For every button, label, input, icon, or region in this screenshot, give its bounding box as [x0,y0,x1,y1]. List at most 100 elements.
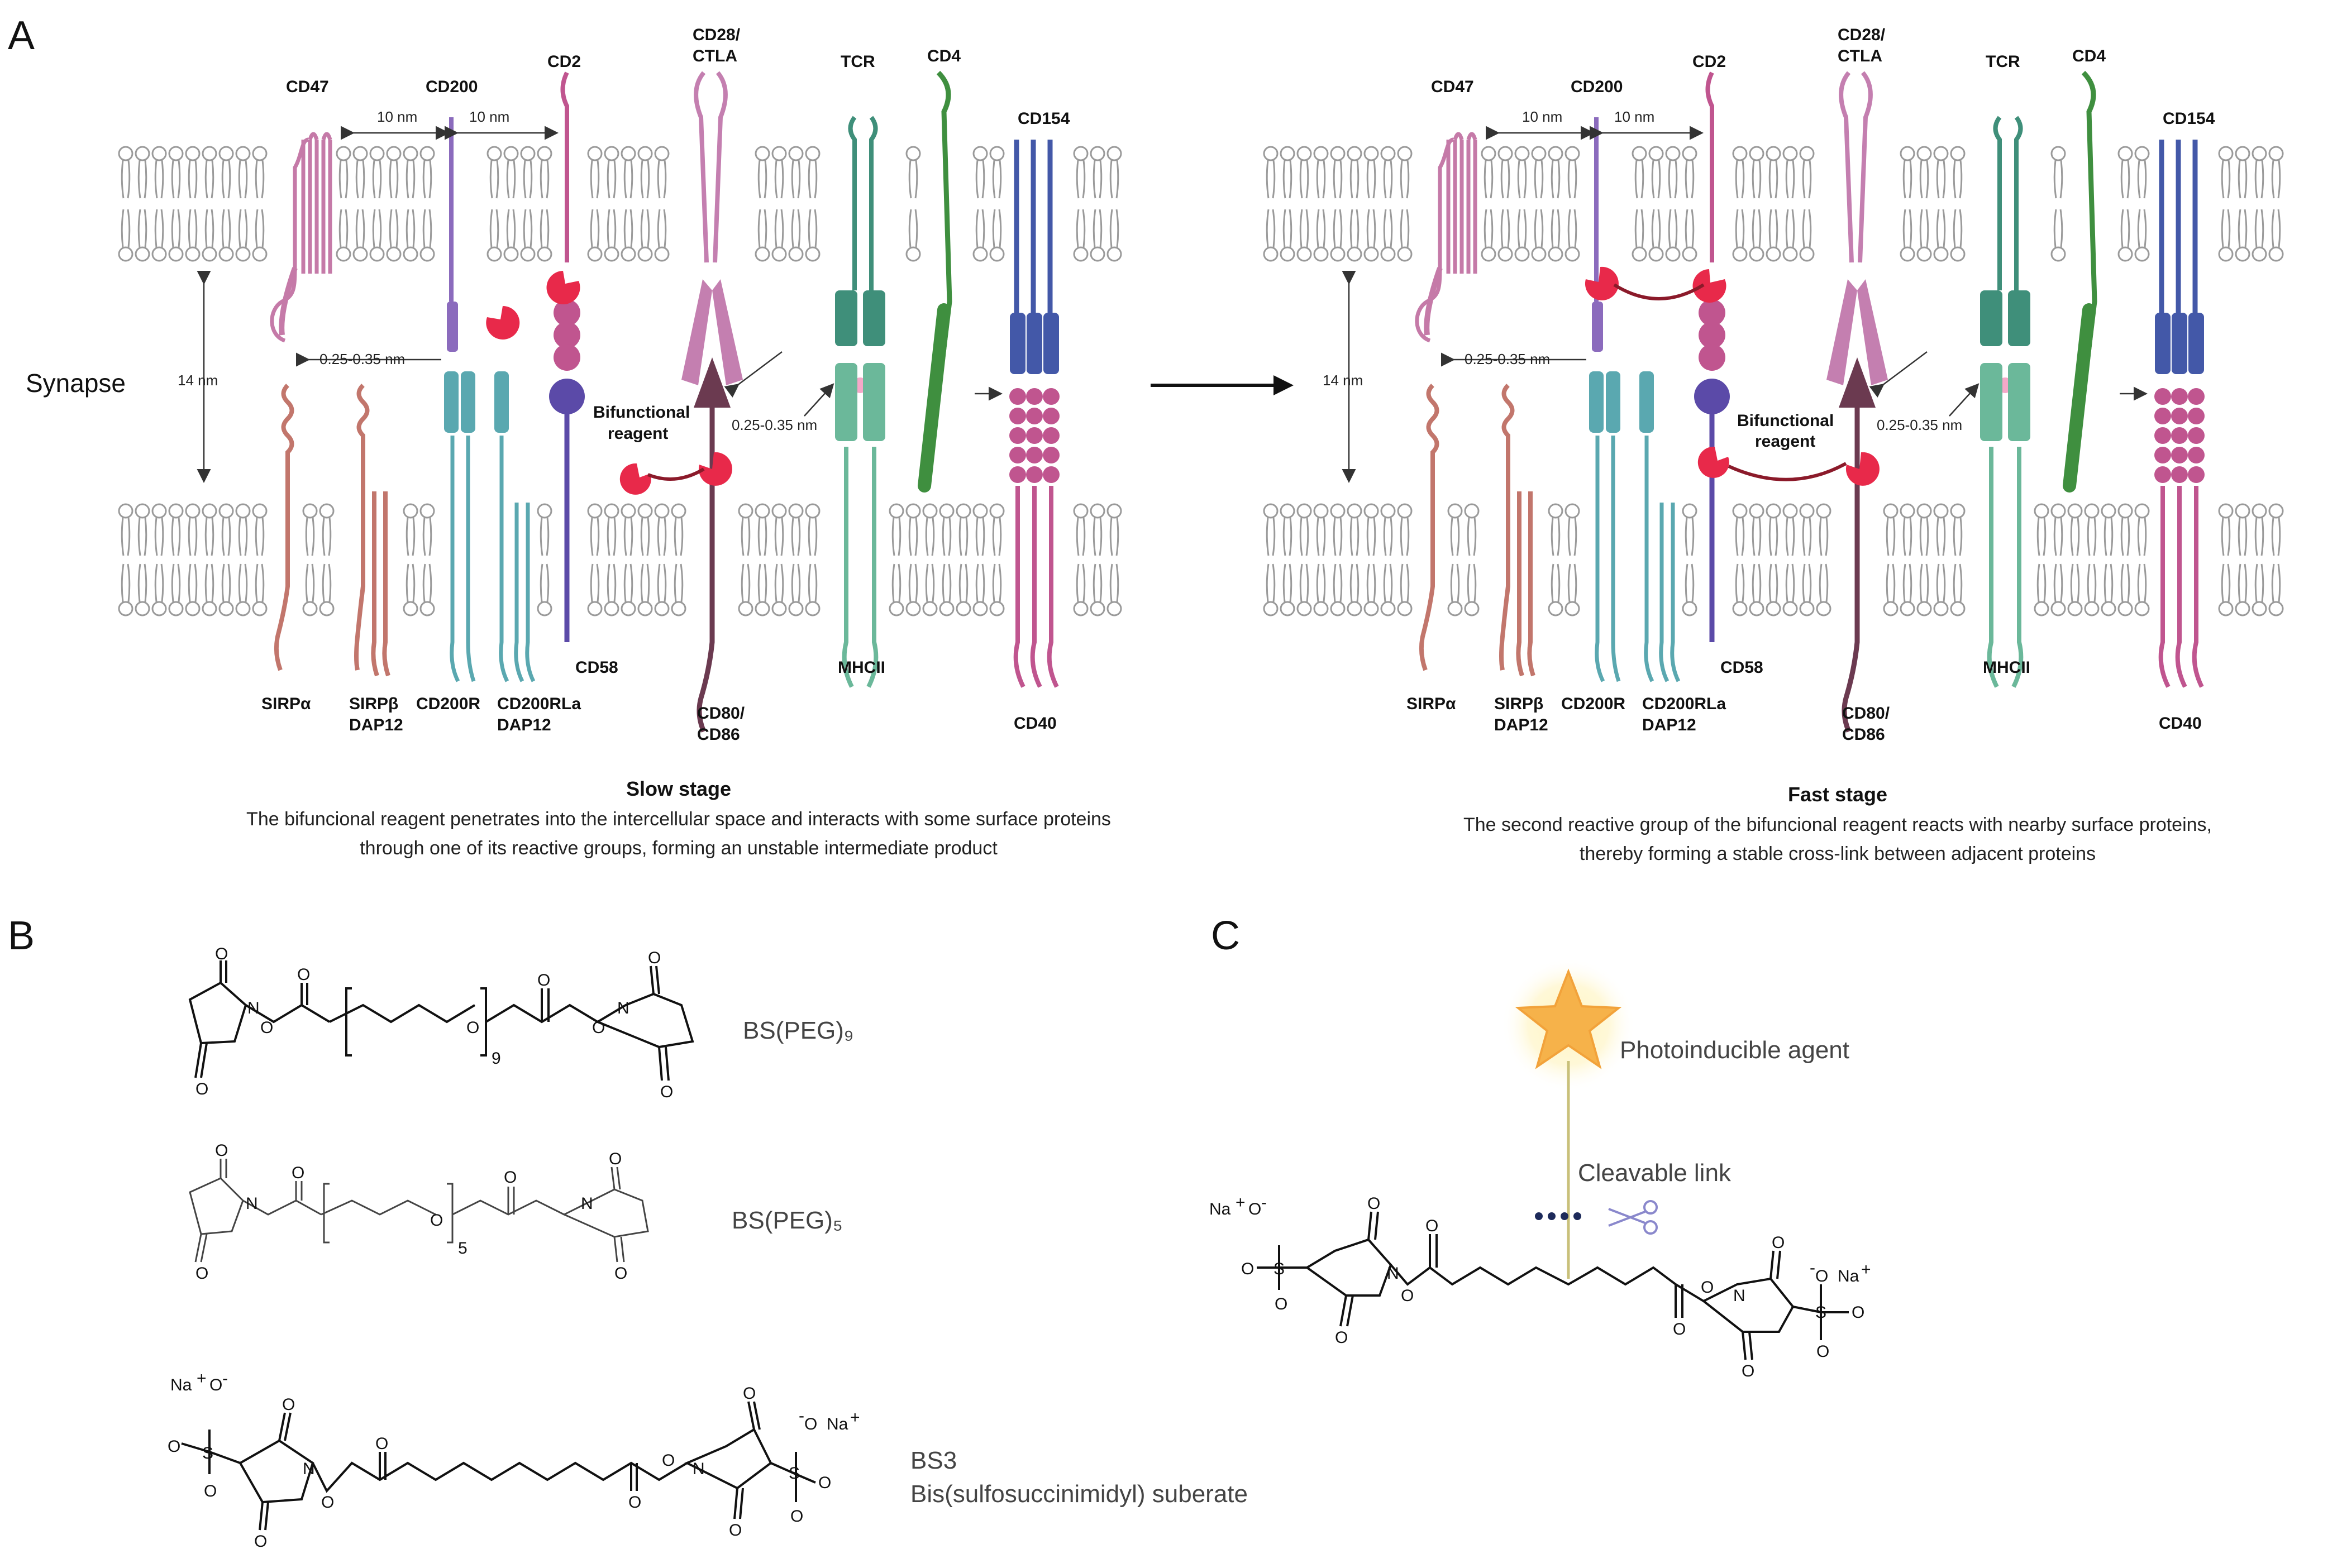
lipid-head [805,503,821,519]
lipid-tail [1936,160,1946,199]
lipid-tail [1093,209,1103,248]
lipid-tail [1383,517,1393,556]
lipid-head [604,601,619,616]
lipid-tail [540,517,550,556]
lipid-tail [1735,563,1745,603]
lipid-tail [741,517,751,556]
lipid-head [671,601,686,616]
cleavable-link-label: Cleavable link [1578,1159,1732,1187]
lipid-tail [1534,209,1544,248]
lipid-head [1464,601,1480,616]
panel-b-labels: O N O O O O 9 O O N O O BS(PEG)₉ O N O O… [168,945,1248,1551]
lipid-tail [1366,160,1376,199]
label-reagent-line2: reagent [608,424,668,443]
c-s-right: S [1815,1303,1826,1322]
lipid-tail [623,209,633,248]
lipid-head [637,503,653,519]
cd2-stalk [1705,71,1714,262]
lipid-tail [1299,209,1309,248]
lipid-tail [791,209,801,248]
lipid-tail [1902,517,1912,556]
lipid-tail [204,160,214,199]
label-cd28-line1: CD28/ [693,26,741,44]
c-minus-left: - [1261,1193,1267,1212]
lipid-tail [757,563,767,603]
lipid-tail [1400,209,1410,248]
lipid-tail [338,160,349,199]
lipid-head [319,601,335,616]
lipid-head [118,601,133,616]
lipid-head [1280,601,1295,616]
bspeg5-n1: N [246,1194,258,1213]
lipid-head [218,246,234,262]
bs3-s-right: S [789,1464,800,1483]
star-icon [1515,968,1622,1069]
lipid-head [1380,246,1396,262]
bspeg5-o6: O [504,1168,517,1187]
lipid-tail [1282,517,1292,556]
lipid-head [1916,601,1932,616]
lipid-head [1648,246,1664,262]
lipid-head [1816,601,1831,616]
lipid-tail [1953,517,1963,556]
lipid-tail [925,517,935,556]
lipid-head [1632,246,1647,262]
lipid-head [185,503,201,519]
lipid-head [1313,146,1329,161]
c-o5-left: O [1335,1328,1348,1347]
lipid-tail [2271,517,2281,556]
c-o-ester-right: O [1701,1278,1714,1297]
cd154-domain-3 [2188,313,2204,374]
cd2-domain-3 [1699,344,1725,371]
cd154-domain-2 [2172,313,2187,374]
lipid-tail [1366,563,1376,603]
lipid-tail [255,209,265,248]
lipid-tail [355,209,365,248]
lipid-head [2235,503,2250,519]
lipid-tail [1567,517,1577,556]
lipid-head [1883,601,1899,616]
lipid-tail [791,563,801,603]
lipid-tail [1768,563,1778,603]
lipid-head [1481,146,1496,161]
lipid-tail [154,209,164,248]
lipid-head [135,146,150,161]
lipid-tail [1752,209,1762,248]
lipid-tail [406,160,416,199]
lipid-head [755,601,770,616]
label-cd40: CD40 [2159,714,2202,733]
lipid-head [1263,146,1279,161]
cd47-domain [1424,267,1443,336]
lipid-tail [1400,563,1410,603]
lipid-head [587,503,603,519]
lipid-head [1900,601,1915,616]
lipid-head [1548,503,1563,519]
fast-stage-labels: CD47 CD200 CD2 CD28/ CTLA TCR CD4 CD154 … [1323,26,2215,864]
lipid-tail [137,563,147,603]
lipid-head [1296,503,1312,519]
lipid-head [2117,601,2133,616]
lipid-head [1548,146,1563,161]
lipid-head [788,503,804,519]
c-o3-left: O [1275,1295,1287,1313]
lipid-head [2218,503,2234,519]
bspeg5-o4: O [292,1164,304,1182]
lipid-head [2218,146,2234,161]
lipid-tail [1316,209,1326,248]
lipid-head [1933,601,1949,616]
lipid-head [654,246,670,262]
lipid-head [771,503,787,519]
lipid-tail [791,160,801,199]
cd2-domain-1 [1699,299,1725,326]
bs3-s-left: S [202,1444,213,1462]
lipid-tail [2053,160,2063,199]
panel-c [1257,958,1849,1360]
lipid-tail [2053,517,2063,556]
lipid-tail [121,563,131,603]
lipid-head [302,503,318,519]
lipid-head [1263,503,1279,519]
lipid-head [587,601,603,616]
cd200r-domain-1 [1589,371,1604,433]
dim-025-b [724,351,783,398]
lipid-head [939,601,955,616]
